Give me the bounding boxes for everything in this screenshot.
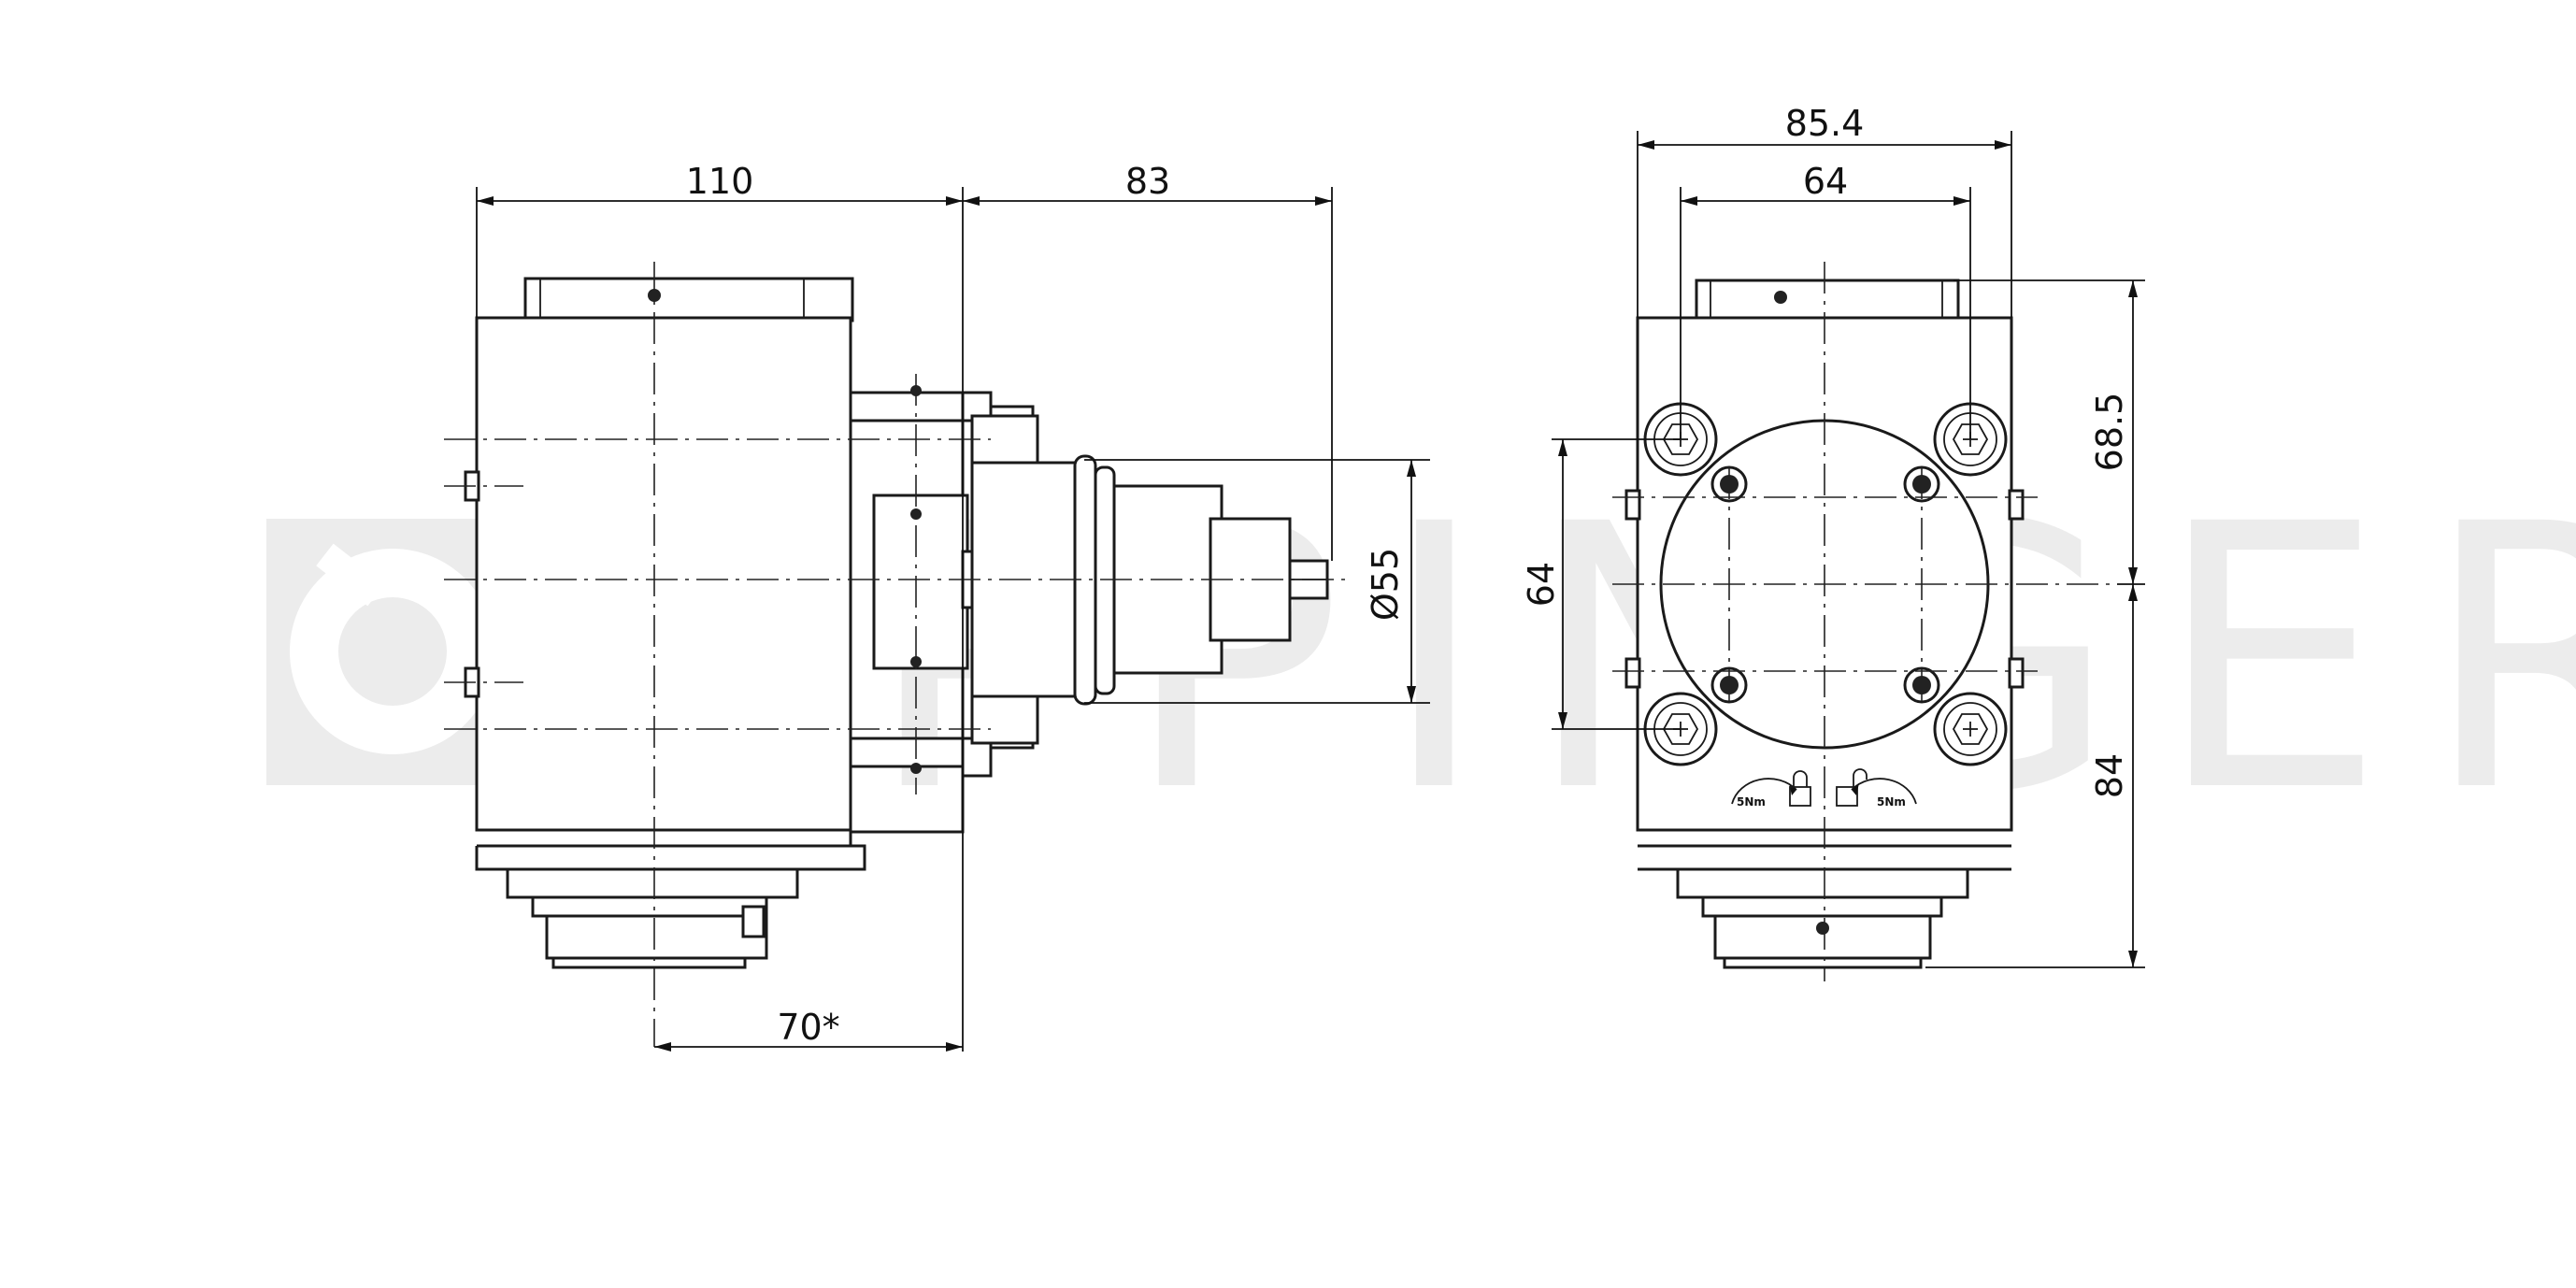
bottom-spindle — [545, 914, 768, 960]
dim-bolt-horizontal-64: 64 — [1803, 161, 1848, 202]
lock-open-icon — [1836, 786, 1858, 807]
side-view-dimensions: 110 83 Ø55 70* — [476, 161, 1430, 1052]
front-bottom-flange — [1676, 867, 1969, 899]
top-screw — [648, 289, 661, 302]
torque-label-left: 5Nm — [1737, 795, 1766, 809]
dim-height-84: 84 — [2089, 753, 2130, 798]
corner-bolt-bottom-right — [1933, 692, 2008, 766]
torque-label-right: 5Nm — [1877, 795, 1906, 809]
dim-width-85-4: 85.4 — [1785, 103, 1865, 144]
dim-offset-83: 83 — [1125, 161, 1170, 202]
torque-lock-symbols: 5Nm 5Nm — [1731, 768, 1917, 809]
square-plate — [872, 494, 969, 670]
dim-diameter-55: Ø55 — [1365, 548, 1406, 621]
bottom-flange — [506, 867, 799, 899]
lock-closed-icon — [1789, 786, 1811, 807]
dim-height-68-5: 68.5 — [2089, 393, 2130, 472]
side-view — [464, 277, 1329, 969]
dim-center-distance-70: 70* — [777, 1007, 839, 1048]
main-body — [475, 316, 852, 832]
dim-bolt-vertical-64: 64 — [1521, 562, 1562, 607]
front-view-centerlines — [1612, 262, 2117, 981]
dim-width-110: 110 — [686, 161, 754, 202]
side-view-centerlines — [444, 262, 1346, 1047]
front-top-key — [1695, 279, 1960, 322]
top-key — [523, 277, 854, 322]
front-view-dimensions: 85.4 64 64 68.5 84 — [1521, 103, 2145, 968]
